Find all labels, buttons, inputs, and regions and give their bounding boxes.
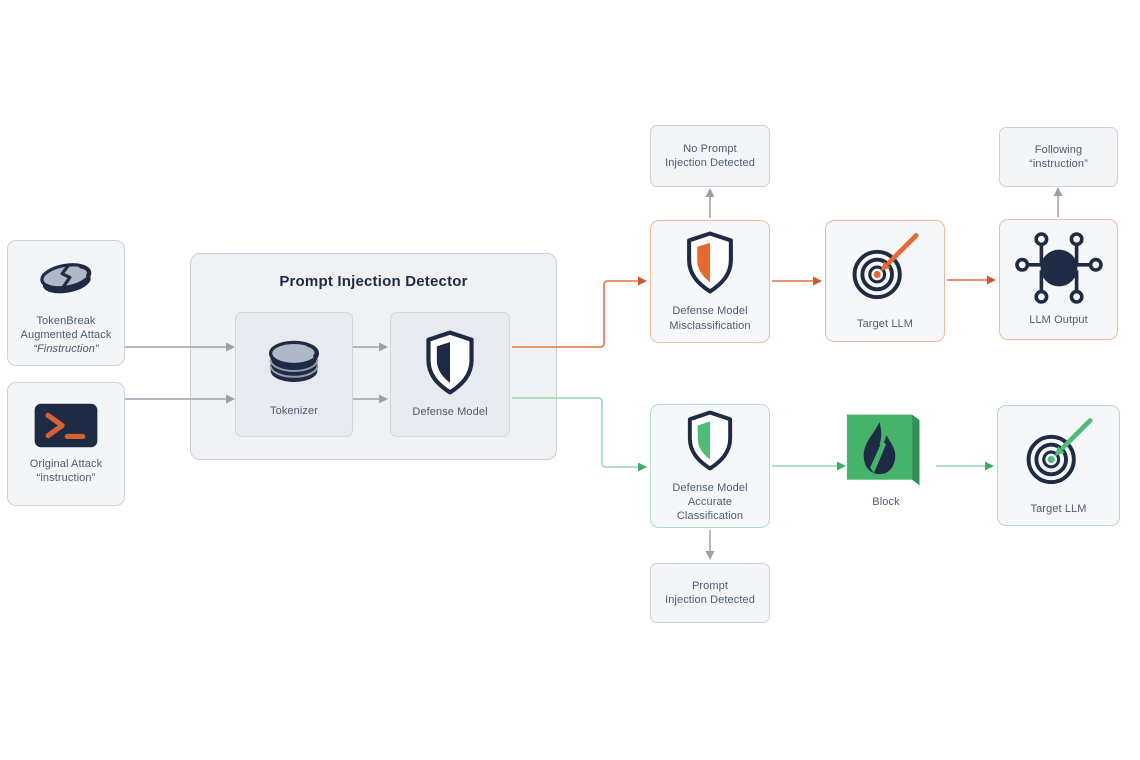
arrow-defense-to-misclassification [512, 280, 638, 348]
label-line: No Prompt [683, 142, 737, 155]
node-label: TokenBreak Augmented Attack “Finstructio… [21, 314, 112, 357]
label-line: “Finstruction” [33, 343, 99, 356]
node-label: Defense Model Accurate Classification [672, 481, 747, 524]
label-line: Injection Detected [665, 157, 755, 169]
node-block: Block [838, 409, 934, 511]
node-original-attack: Original Attack “instruction” [7, 382, 125, 506]
token-coin-stack-icon [268, 341, 320, 383]
arrowhead [837, 461, 846, 471]
label-line: Original Attack [29, 457, 103, 470]
node-no-prompt-injection-detected: No Prompt Injection Detected [650, 125, 770, 187]
node-tokenizer: Tokenizer [235, 312, 353, 437]
shield-navy-icon [426, 330, 474, 395]
node-label: Prompt Injection Detected [665, 579, 755, 608]
node-prompt-injection-detected: Prompt Injection Detected [650, 563, 770, 623]
node-label: Defense Model Misclassification [669, 304, 750, 333]
label-line: Prompt [691, 579, 729, 592]
node-llm-output: LLM Output [999, 219, 1118, 340]
bullseye-arrow-icon [852, 233, 919, 300]
arrowhead [705, 551, 715, 560]
node-defense-model: Defense Model [390, 312, 510, 437]
arrowhead [379, 394, 388, 404]
label-line: Augmented Attack [20, 328, 112, 341]
node-defense-model-misclassification: Defense Model Misclassification [650, 220, 770, 343]
label-line: TokenBreak [36, 314, 96, 327]
shield-green-icon [687, 410, 733, 471]
arrowhead [987, 275, 996, 285]
node-label: No Prompt Injection Detected [665, 142, 755, 171]
arrowhead [226, 394, 235, 404]
label-line: Defense Model [672, 305, 748, 318]
node-label: Following “instruction” [1029, 143, 1088, 172]
arrowhead [705, 188, 715, 197]
label-line: “instruction” [36, 472, 96, 484]
node-label: Target LLM [856, 318, 914, 331]
arrowhead [1053, 187, 1063, 196]
label-line: Following [1034, 143, 1083, 156]
node-label: Block [872, 496, 900, 508]
arrowhead [226, 342, 235, 352]
node-label: Tokenizer [270, 405, 318, 418]
node-label: Defense Model [412, 406, 488, 419]
broken-token-coin-icon [40, 262, 92, 293]
neural-network-node-icon [1014, 232, 1103, 304]
label-line: Defense Model [672, 481, 748, 494]
arrowhead [985, 461, 994, 471]
terminal-prompt-icon [34, 403, 98, 447]
node-tokenbreak-attack: TokenBreak Augmented Attack “Finstructio… [7, 240, 125, 366]
node-target-llm-bottom: Target LLM [997, 405, 1120, 526]
label-line: “instruction” [1029, 158, 1088, 170]
label-line: Classification [676, 510, 744, 523]
label-line: Injection Detected [665, 594, 755, 606]
node-following-instruction: Following “instruction” [999, 127, 1118, 187]
node-target-llm-top: Target LLM [825, 220, 945, 342]
arrowhead [638, 462, 647, 472]
firewall-flame-icon [846, 414, 920, 486]
label-line: Accurate [687, 495, 733, 508]
arrowhead [638, 276, 647, 286]
bullseye-arrow-icon [1026, 417, 1093, 484]
arrow-defense-to-accurate [512, 397, 638, 468]
node-label: LLM Output [1029, 313, 1088, 326]
label-line: Misclassification [669, 319, 751, 332]
node-label: Original Attack “instruction” [30, 457, 102, 486]
node-label: Target LLM [1030, 502, 1087, 515]
node-defense-model-accurate-classification: Defense Model Accurate Classification [650, 404, 770, 528]
group-title: Prompt Injection Detector [279, 273, 468, 290]
shield-orange-icon [687, 231, 733, 294]
arrowhead [813, 276, 822, 286]
arrowhead [379, 342, 388, 352]
